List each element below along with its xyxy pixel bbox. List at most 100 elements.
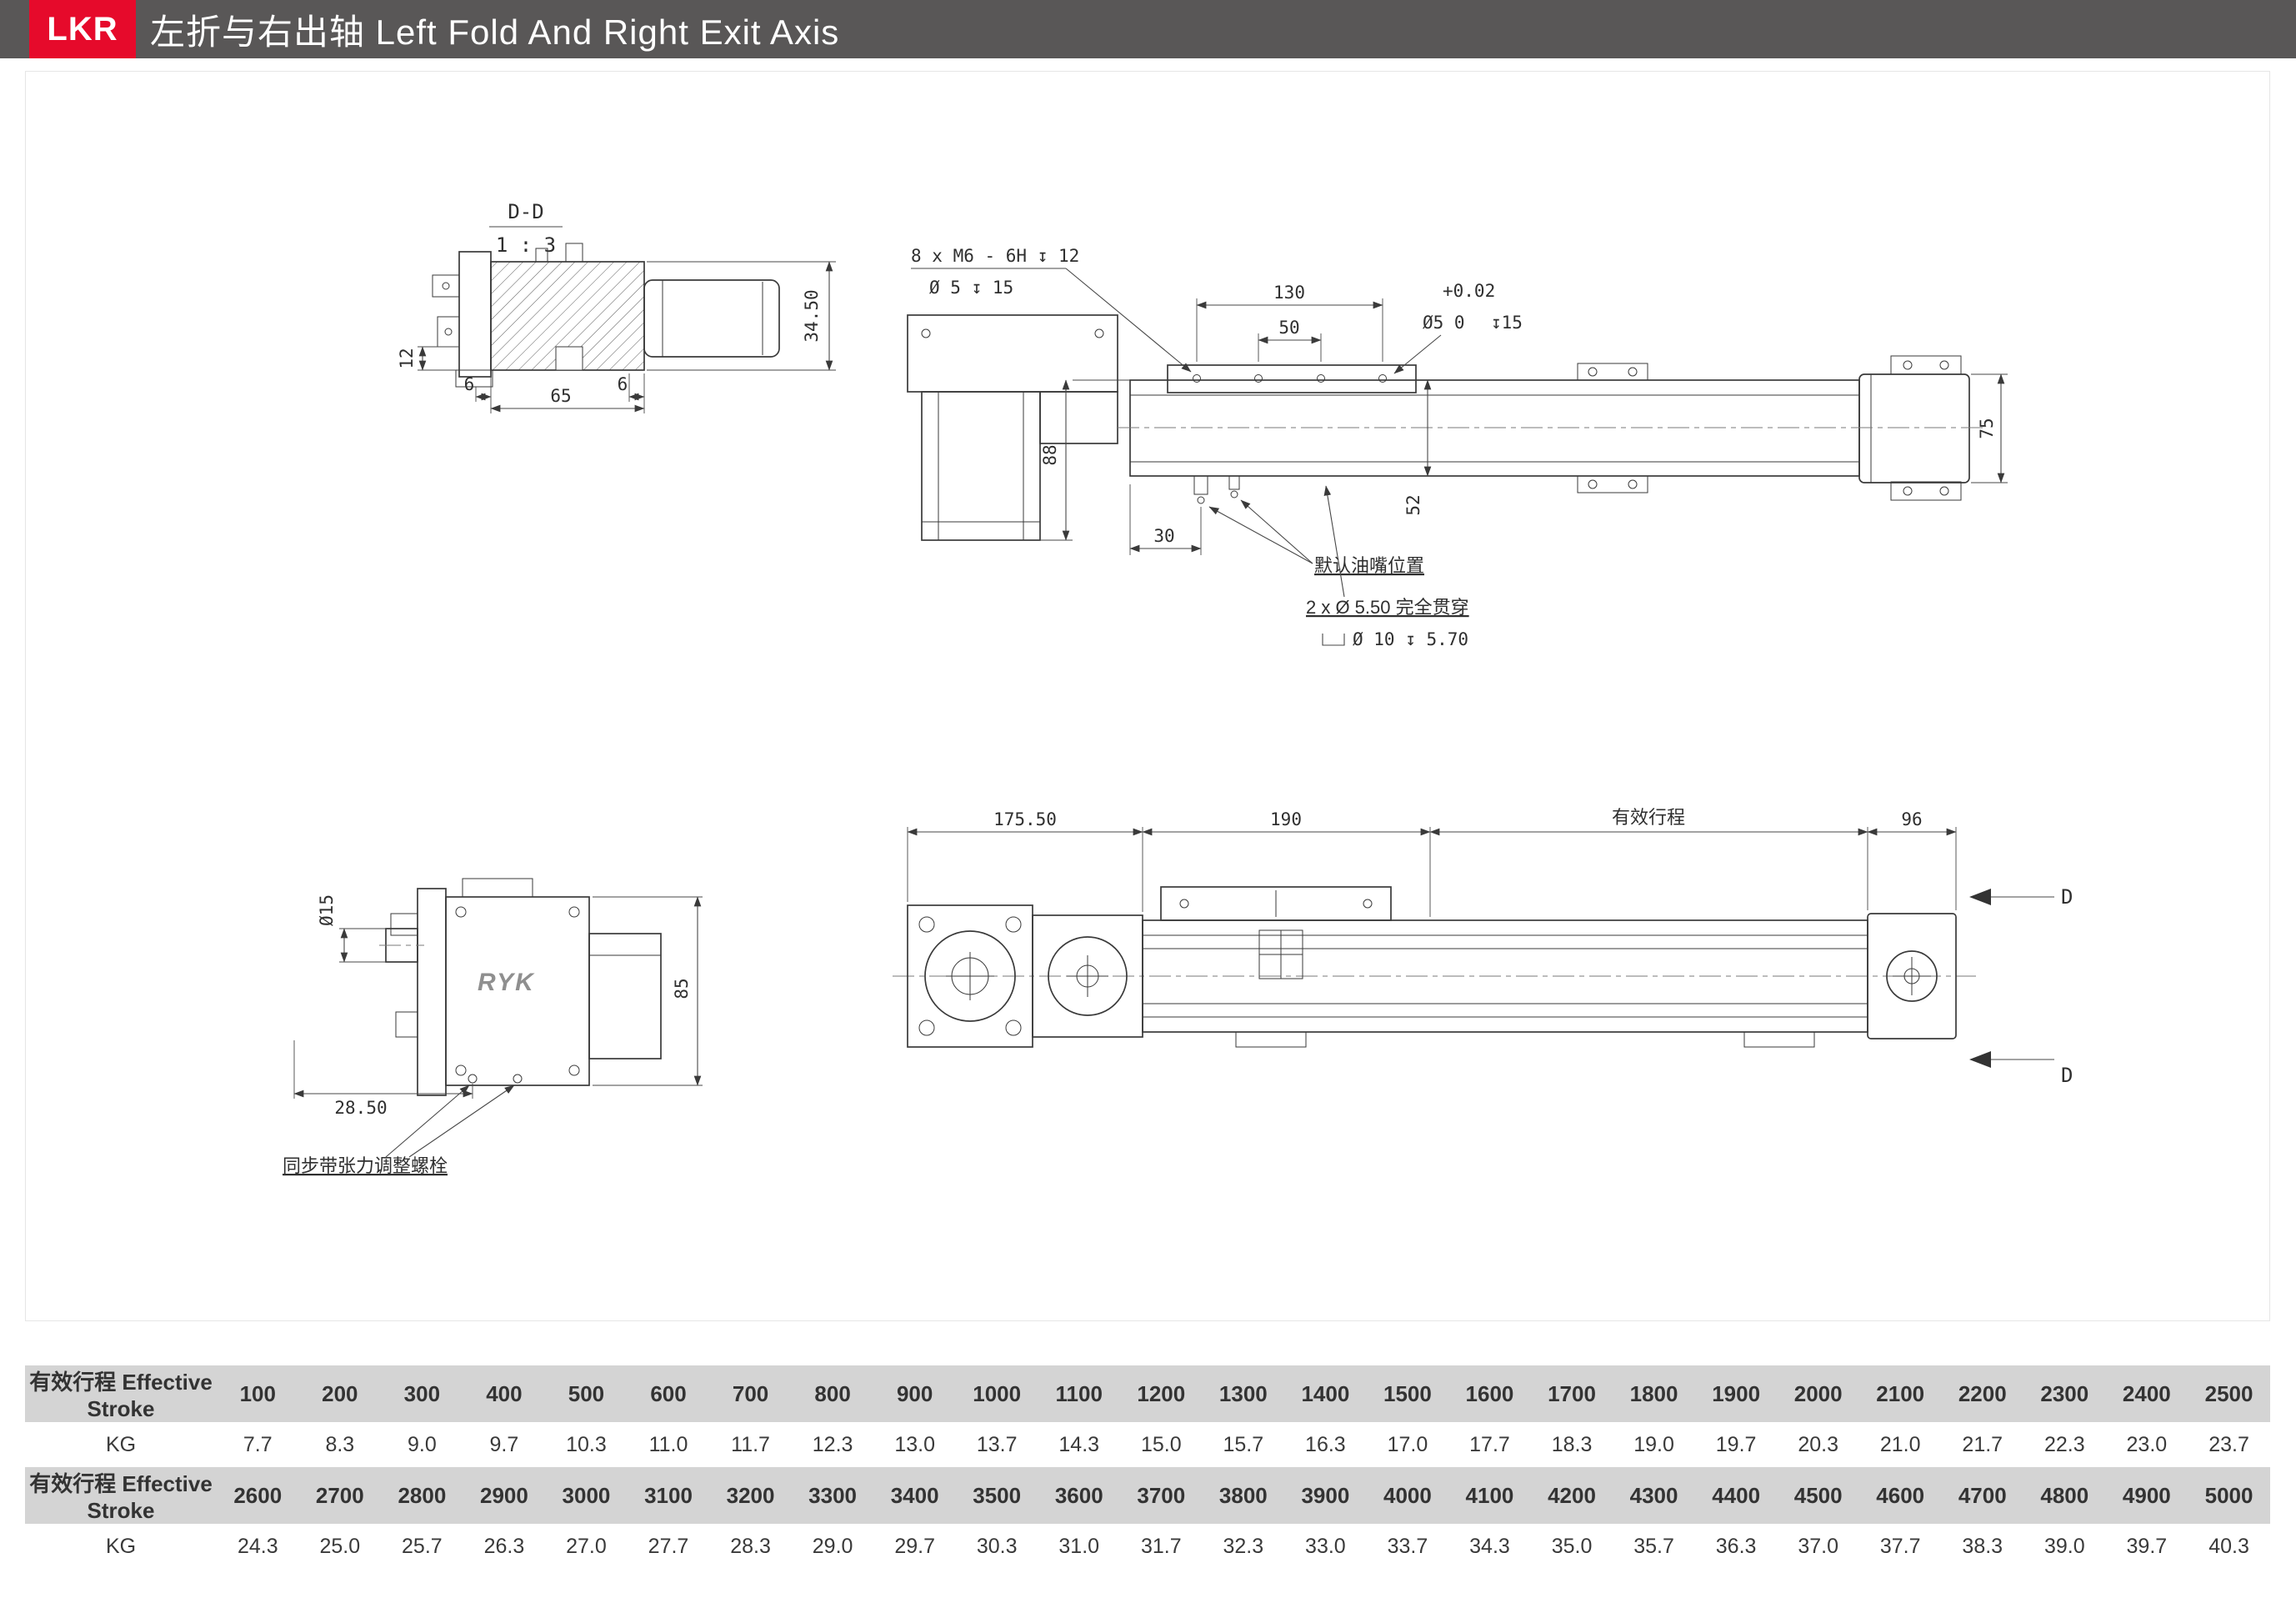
weight-value: 36.3 bbox=[1715, 1534, 1757, 1558]
stroke-value: 2100 bbox=[1858, 1365, 1942, 1422]
callout-m6-label: 8 x M6 - 6H ↧ 12 bbox=[911, 246, 1079, 266]
stroke-value: 1600 bbox=[1448, 1365, 1531, 1422]
dim-88-label: 88 bbox=[1040, 444, 1060, 465]
weight-value: 13.0 bbox=[894, 1432, 935, 1456]
stroke-value: 3800 bbox=[1202, 1467, 1285, 1524]
stroke-value: 3700 bbox=[1120, 1467, 1203, 1524]
stroke-value: 1400 bbox=[1284, 1365, 1367, 1422]
stroke-value: 1100 bbox=[1038, 1365, 1121, 1422]
dim-2850: 28.50 bbox=[293, 1040, 473, 1118]
dim-52-label: 52 bbox=[1403, 494, 1423, 515]
stroke-value: 3900 bbox=[1284, 1467, 1367, 1524]
stroke-value: 400 bbox=[463, 1365, 546, 1422]
weight-value: 28.3 bbox=[730, 1534, 771, 1558]
weight-value: 29.0 bbox=[812, 1534, 853, 1558]
weight-value: 19.7 bbox=[1715, 1432, 1757, 1456]
weight-value: 11.7 bbox=[731, 1432, 770, 1456]
stroke-value: 1000 bbox=[955, 1365, 1038, 1422]
stroke-value: 4800 bbox=[2023, 1467, 2106, 1524]
weight-value: 18.3 bbox=[1551, 1432, 1593, 1456]
stroke-value: 3200 bbox=[709, 1467, 792, 1524]
dim-96-label: 96 bbox=[1901, 809, 1922, 829]
weight-value: 25.0 bbox=[319, 1534, 361, 1558]
callout-o5-label: Ø 5 ↧ 15 bbox=[929, 278, 1013, 298]
stroke-value: 800 bbox=[791, 1365, 874, 1422]
counterbore-note-label: Ø 10 ↧ 5.70 bbox=[1353, 629, 1468, 649]
stroke-value: 4700 bbox=[1941, 1467, 2024, 1524]
stroke-value: 4100 bbox=[1448, 1467, 1531, 1524]
weight-value: 37.7 bbox=[1879, 1534, 1921, 1558]
weight-value: 38.3 bbox=[1962, 1534, 2003, 1558]
weight-row-label-2: KG bbox=[105, 1534, 137, 1558]
dim-65-label: 65 bbox=[550, 386, 571, 406]
dim-6-left-label: 6 bbox=[464, 374, 475, 394]
weight-value: 23.7 bbox=[2208, 1432, 2249, 1456]
dim-2850-label: 28.50 bbox=[334, 1098, 387, 1118]
stroke-value: 2500 bbox=[2188, 1365, 2270, 1422]
stroke-header-label-1: 有效行程 Effective Stroke bbox=[25, 1365, 217, 1422]
stroke-value: 600 bbox=[627, 1365, 710, 1422]
stroke-value: 300 bbox=[381, 1365, 463, 1422]
through-hole-note-label: 2 x Ø 5.50 完全贯穿 bbox=[1306, 597, 1469, 618]
weight-value: 27.7 bbox=[648, 1534, 689, 1558]
dim-dia15: Ø15 bbox=[317, 894, 386, 963]
stroke-value: 1200 bbox=[1120, 1365, 1203, 1422]
stroke-value: 2000 bbox=[1777, 1365, 1859, 1422]
weight-value: 7.7 bbox=[243, 1432, 273, 1456]
dim-6-left: 6 bbox=[464, 374, 492, 402]
stroke-value: 4400 bbox=[1694, 1467, 1778, 1524]
tolerance-upper-label: +0.02 bbox=[1443, 281, 1495, 301]
section-scale-label: 1 : 3 bbox=[496, 233, 556, 257]
dim-dia15-label: Ø15 bbox=[317, 894, 337, 926]
brand-logo: RYK bbox=[478, 969, 535, 996]
section-geometry bbox=[432, 243, 780, 388]
weight-value: 15.0 bbox=[1140, 1432, 1182, 1456]
stroke-value: 2600 bbox=[217, 1467, 299, 1524]
stroke-value: 900 bbox=[873, 1365, 956, 1422]
dim-34-50: 34.50 bbox=[647, 261, 836, 371]
section-marker-bottom-label: D bbox=[2061, 1064, 2073, 1087]
weight-value: 40.3 bbox=[2208, 1534, 2249, 1558]
plan-dim-chain: 175.50 190 有效行程 96 bbox=[907, 807, 1957, 917]
weight-value: 20.3 bbox=[1798, 1432, 1838, 1456]
stroke-value: 3400 bbox=[873, 1467, 956, 1524]
weight-value: 33.7 bbox=[1387, 1534, 1428, 1558]
page-title: 左折与右出轴 Left Fold And Right Exit Axis bbox=[150, 12, 840, 52]
tolerance-depth-label: ↧15 bbox=[1491, 313, 1523, 333]
dim-50-label: 50 bbox=[1278, 318, 1299, 338]
stroke-value: 4200 bbox=[1530, 1467, 1613, 1524]
section-marker-top: D bbox=[1969, 885, 2073, 909]
dim-30: 30 bbox=[1129, 484, 1202, 555]
weight-value: 14.3 bbox=[1058, 1432, 1100, 1456]
stroke-value: 1700 bbox=[1530, 1365, 1613, 1422]
weight-value: 13.7 bbox=[976, 1432, 1018, 1456]
note-belt-tension: 同步带张力调整螺栓 bbox=[283, 1085, 515, 1176]
dim-12-label: 12 bbox=[397, 348, 417, 368]
weight-value: 31.0 bbox=[1058, 1534, 1100, 1558]
weight-value: 27.0 bbox=[566, 1534, 607, 1558]
weight-value: 35.0 bbox=[1551, 1534, 1593, 1558]
dim-6-right: 6 bbox=[618, 373, 645, 402]
weight-value: 31.7 bbox=[1140, 1534, 1182, 1558]
stroke-value: 5000 bbox=[2188, 1467, 2270, 1524]
weight-value: 22.3 bbox=[2043, 1432, 2085, 1456]
note-through-holes: 2 x Ø 5.50 完全贯穿 Ø 10 ↧ 5.70 bbox=[1306, 485, 1469, 649]
weight-value: 37.0 bbox=[1798, 1534, 1838, 1558]
stroke-value: 2700 bbox=[298, 1467, 382, 1524]
stroke-value: 1900 bbox=[1694, 1365, 1778, 1422]
dim-130-label: 130 bbox=[1273, 283, 1305, 303]
dim-75: 75 bbox=[1971, 373, 2008, 483]
dim-88: 88 bbox=[1040, 379, 1130, 541]
weight-value: 11.0 bbox=[648, 1432, 688, 1456]
weight-value: 17.7 bbox=[1469, 1432, 1510, 1456]
weight-value: 35.7 bbox=[1633, 1534, 1674, 1558]
weight-value: 17.0 bbox=[1387, 1432, 1428, 1456]
note-oil-port: 默认油嘴位置 bbox=[1208, 499, 1424, 576]
stroke-value: 2300 bbox=[2023, 1365, 2106, 1422]
dim-6-right-label: 6 bbox=[618, 374, 628, 394]
weight-value: 21.0 bbox=[1879, 1432, 1921, 1456]
stroke-value: 4900 bbox=[2105, 1467, 2188, 1524]
stroke-value: 4600 bbox=[1858, 1467, 1942, 1524]
